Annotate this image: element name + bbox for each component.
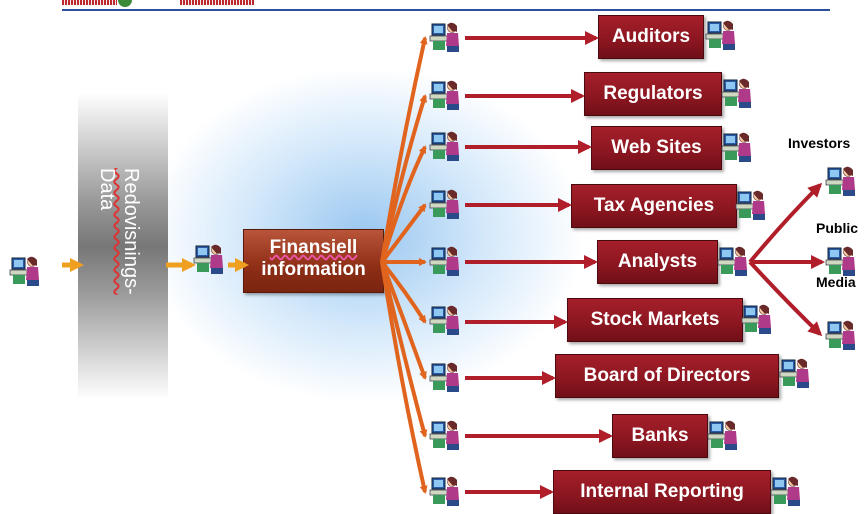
header-rule xyxy=(62,9,830,11)
recipient-regulators: Regulators xyxy=(584,72,722,116)
person-at-computer-icon xyxy=(779,358,810,389)
target-investors: Investors xyxy=(788,135,851,151)
person-at-computer-icon xyxy=(741,304,772,335)
person-at-computer-icon xyxy=(825,166,856,197)
target-public: Public xyxy=(816,220,859,236)
person-at-computer-icon xyxy=(429,305,460,336)
person-at-computer-icon xyxy=(429,22,460,53)
person-at-computer-icon xyxy=(770,476,801,507)
recipient-label: Auditors xyxy=(611,26,691,47)
source-data-label: Redovisnings- Data xyxy=(95,168,143,295)
person-at-computer-icon xyxy=(429,131,460,162)
header-logo-mark xyxy=(118,0,132,7)
person-at-computer-icon xyxy=(429,189,460,220)
fan-out-arrows xyxy=(380,36,428,494)
person-at-computer-icon xyxy=(193,244,224,275)
recipient-label: Analysts xyxy=(617,251,698,272)
header-logo-text xyxy=(180,0,255,5)
header-logo-strip xyxy=(62,0,117,5)
person-at-computer-icon xyxy=(721,78,752,109)
recipient-board-of-directors: Board of Directors xyxy=(555,354,779,398)
recipient-label: Regulators xyxy=(603,83,703,104)
person-at-computer-icon xyxy=(707,420,738,451)
person-at-computer-icon xyxy=(825,246,856,277)
recipient-label: Banks xyxy=(631,425,689,446)
recipient-stock-markets: Stock Markets xyxy=(567,298,743,342)
person-at-computer-icon xyxy=(9,256,40,287)
center-info-line2: information xyxy=(261,259,366,280)
person-at-computer-icon xyxy=(717,246,748,277)
analyst-branch-arrows xyxy=(748,182,825,337)
recipient-web-sites: Web Sites xyxy=(591,126,722,170)
recipient-banks: Banks xyxy=(612,414,708,458)
person-at-computer-icon xyxy=(429,246,460,277)
person-at-computer-icon xyxy=(721,132,752,163)
recipient-auditors: Auditors xyxy=(598,15,704,59)
target-media: Media xyxy=(816,274,856,290)
person-at-computer-icon xyxy=(429,80,460,111)
recipient-tax-agencies: Tax Agencies xyxy=(571,184,737,228)
person-at-computer-icon xyxy=(705,20,736,51)
recipient-analysts: Analysts xyxy=(597,240,718,284)
center-info-line1: Finansiell xyxy=(269,237,358,258)
recipient-label: Tax Agencies xyxy=(593,195,715,216)
person-at-computer-icon xyxy=(825,320,856,351)
recipient-label: Web Sites xyxy=(611,137,702,158)
recipient-label: Internal Reporting xyxy=(580,481,744,502)
recipient-label: Board of Directors xyxy=(583,365,751,386)
source-data-line2: Data xyxy=(96,168,118,211)
recipient-label: Stock Markets xyxy=(590,309,720,330)
recipient-link-arrows xyxy=(465,31,613,499)
center-info-box: Finansiell information xyxy=(243,229,384,293)
person-at-computer-icon xyxy=(429,420,460,451)
person-at-computer-icon xyxy=(429,476,460,507)
source-data-line1: Redovisnings- xyxy=(120,168,142,295)
person-at-computer-icon xyxy=(429,362,460,393)
source-data-block xyxy=(78,93,168,400)
person-at-computer-icon xyxy=(735,190,766,221)
